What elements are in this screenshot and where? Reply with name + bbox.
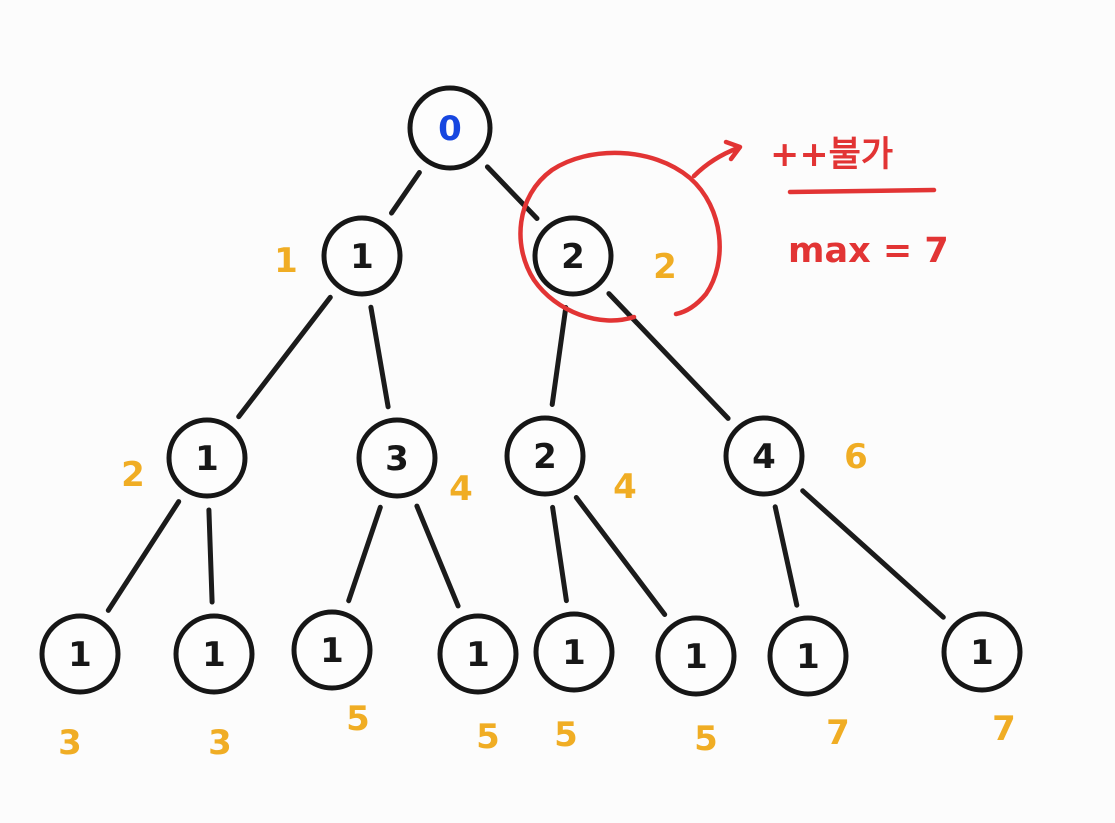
node-label: 3: [385, 439, 409, 479]
node-circle: [504, 415, 586, 497]
cumulative-sum-n12: 5: [694, 719, 718, 759]
root-node: 0: [407, 85, 493, 171]
node-label: 2: [561, 237, 585, 277]
node-circle: [39, 613, 121, 695]
tree-node-n7: 1: [39, 613, 121, 695]
node-circle: [166, 417, 248, 499]
node-circle: [356, 417, 438, 499]
node-circle: [291, 609, 373, 691]
edges-layer: [105, 164, 946, 620]
cumulative-sum-n10: 5: [476, 717, 500, 757]
node-circle: [941, 611, 1023, 693]
edge-n5-n11: [550, 504, 569, 604]
edge-n1-n4: [368, 304, 391, 410]
node-label: 1: [466, 635, 490, 675]
edge-n6-n13: [772, 504, 800, 608]
annotation-divider: [787, 187, 937, 195]
cumulative-sum-n11: 5: [554, 715, 578, 755]
tree-node-n5: 2: [504, 415, 586, 497]
node-label: 1: [796, 637, 820, 677]
node-label: 1: [202, 635, 226, 675]
annotation-note: ++불가: [770, 135, 893, 175]
cumulative-sum-n5: 4: [613, 467, 637, 507]
cumulative-sum-n3: 2: [121, 455, 145, 495]
cumulative-sum-n9: 5: [346, 699, 370, 739]
node-label: 1: [195, 439, 219, 479]
edge-n3-n7: [105, 499, 182, 613]
node-circle: [723, 415, 805, 497]
node-label: 4: [752, 437, 776, 477]
node-circle: [655, 615, 737, 697]
edge-n3-n8: [206, 507, 215, 605]
cumulative-sum-n13: 7: [826, 713, 850, 753]
edge-n1-n3: [236, 294, 333, 420]
edge-n4-n9: [346, 504, 383, 604]
cumulative-sum-n6: 6: [844, 437, 868, 477]
node-label: 1: [350, 237, 374, 277]
tree-node-n2: 2: [532, 215, 614, 297]
edge-n2-n6: [606, 291, 731, 421]
highlight-ring: [518, 150, 722, 323]
tree-node-n9: 1: [291, 609, 373, 691]
cumulative-sum-n4: 4: [449, 469, 473, 509]
tree-node-n12: 1: [655, 615, 737, 697]
root-node-circle: [407, 85, 493, 171]
edge-root-n2: [484, 164, 540, 221]
cumulative-sum-n8: 3: [208, 723, 232, 763]
node-label: 1: [684, 637, 708, 677]
edge-root-n1: [389, 170, 422, 216]
node-circle: [533, 611, 615, 693]
tree-node-n3: 1: [166, 417, 248, 499]
cumulative-sum-n7: 3: [58, 723, 82, 763]
node-circle: [173, 613, 255, 695]
annotation-result: max = 7: [788, 231, 949, 271]
node-label: 1: [562, 633, 586, 673]
node-label: 2: [533, 437, 557, 477]
node-circle: [532, 215, 614, 297]
cumulative-sum-n14: 7: [992, 709, 1016, 749]
arrow-icon: [691, 139, 743, 179]
node-label: 1: [68, 635, 92, 675]
edge-n6-n14: [800, 488, 946, 620]
annotation-group: ++불가 max = 7: [518, 135, 949, 323]
edge-n5-n12: [573, 495, 668, 617]
cumulative-sum-n1: 1: [274, 241, 298, 281]
node-circle: [321, 215, 403, 297]
cumulative-labels-layer: 1 2 2 4 4 6 3 3 5 5 5 5 7 7: [58, 241, 1016, 763]
tree-node-n1: 1: [321, 215, 403, 297]
nodes-layer: 0 1 2 1 3 2 4 1 1 1 1 1 1 1 1: [39, 85, 1023, 697]
node-circle: [437, 613, 519, 695]
node-label: 1: [320, 631, 344, 671]
tree-node-n10: 1: [437, 613, 519, 695]
tree-node-n4: 3: [356, 417, 438, 499]
root-node-label: 0: [438, 109, 462, 149]
tree-node-n11: 1: [533, 611, 615, 693]
cumulative-sum-n2: 2: [653, 247, 677, 287]
node-circle: [767, 615, 849, 697]
edge-n4-n10: [414, 503, 461, 609]
tree-node-n14: 1: [941, 611, 1023, 693]
edge-n2-n5: [549, 305, 569, 407]
tree-node-n8: 1: [173, 613, 255, 695]
node-label: 1: [970, 633, 994, 673]
tree-node-n6: 4: [723, 415, 805, 497]
tree-node-n13: 1: [767, 615, 849, 697]
